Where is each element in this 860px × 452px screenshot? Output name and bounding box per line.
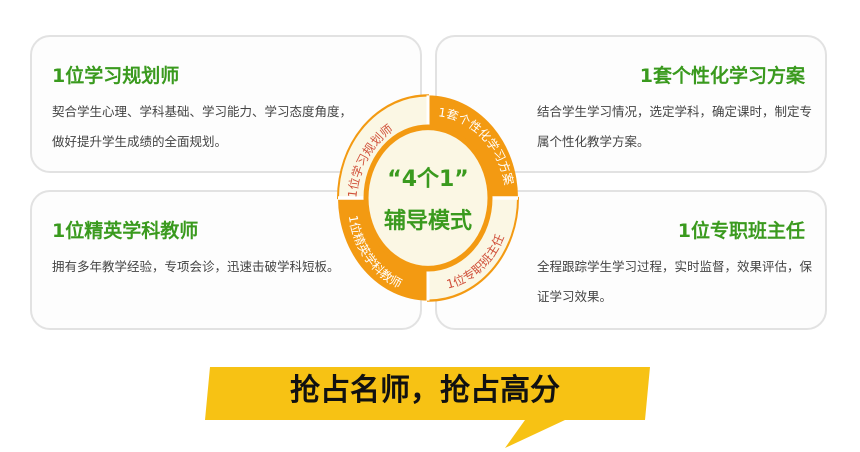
slogan-banner	[205, 367, 650, 448]
center-subtitle: 辅导模式	[384, 208, 472, 234]
ring-center	[363, 124, 493, 272]
center-title: “4个1”	[387, 167, 469, 192]
card-title: 1位精英学科教师	[52, 220, 199, 242]
four-in-one-ring: 1位学习规划师 1套个性化学习方案 1位精英学科教师 1位专职班主任 “4个1”…	[336, 94, 520, 302]
card-text: 拥有多年教学经验，专项会诊，迅速击破学科短板。	[52, 259, 340, 274]
card-text: 契合学生心理、学科基础、学习能力、学习态度角度，做好提升学生成绩的全面规划。	[52, 104, 353, 149]
card-text: 结合学生学习情况，选定学科，确定课时，制定专属个性化教学方案。	[537, 104, 813, 149]
card-text: 全程跟踪学生学习过程，实时监督，效果评估，保证学习效果。	[537, 259, 813, 304]
card-title: 1位专职班主任	[677, 220, 805, 242]
card-title: 1位学习规划师	[52, 65, 180, 87]
card-learning-planner: 1位学习规划师 契合学生心理、学科基础、学习能力、学习态度角度，做好提升学生成绩…	[30, 35, 422, 173]
slogan-text: 抢占名师，抢占高分	[290, 373, 560, 408]
card-title: 1套个性化学习方案	[639, 65, 805, 87]
